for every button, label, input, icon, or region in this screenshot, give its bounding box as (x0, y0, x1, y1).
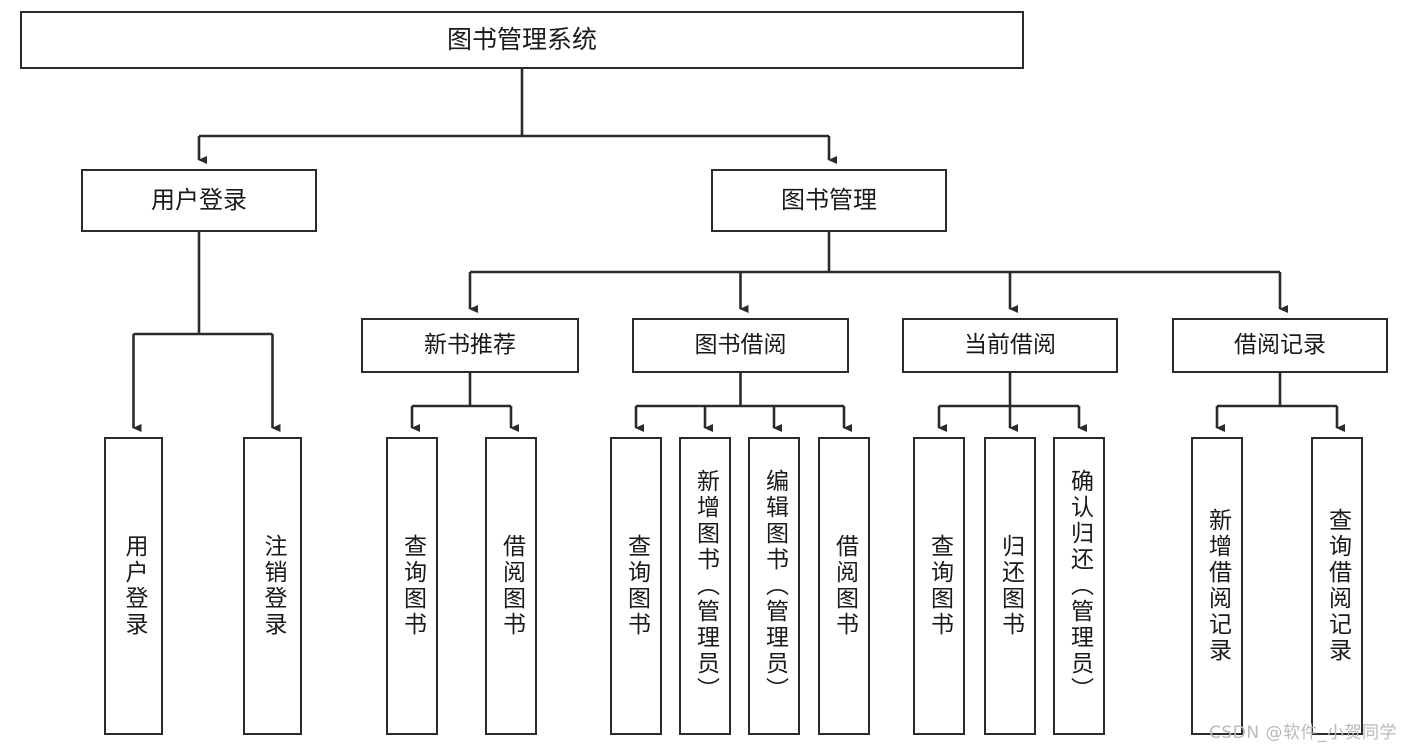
node-leaf-7[interactable]: 编辑图书（管理员） (748, 437, 800, 735)
node-leaf-11[interactable]: 确认归还（管理员） (1053, 437, 1105, 735)
node-label: 借阅记录 (1234, 331, 1326, 358)
node-label: 借阅图书 (831, 534, 858, 638)
node-leaf-1[interactable]: 用户登录 (104, 437, 163, 735)
node-newbook[interactable]: 新书推荐 (361, 318, 579, 373)
node-label: 查询图书 (926, 534, 953, 638)
node-label: 图书借阅 (694, 331, 787, 358)
node-bookmgmt[interactable]: 图书管理 (711, 169, 947, 232)
node-leaf-4[interactable]: 借阅图书 (485, 437, 537, 735)
node-label: 注销登录 (260, 534, 286, 638)
node-leaf-3[interactable]: 查询图书 (386, 437, 438, 735)
connector-lines (132, 69, 1345, 432)
node-root[interactable]: 图书管理系统 (20, 11, 1024, 69)
node-leaf-9[interactable]: 查询图书 (913, 437, 965, 735)
node-label: 图书管理 (781, 186, 877, 215)
node-label: 编辑图书（管理员） (761, 469, 788, 703)
node-leaf-13[interactable]: 查询借阅记录 (1311, 437, 1363, 735)
node-leaf-6[interactable]: 新增图书（管理员） (679, 437, 731, 735)
node-label: 查询借阅记录 (1324, 508, 1351, 664)
node-login[interactable]: 用户登录 (81, 169, 317, 232)
node-label: 当前借阅 (964, 331, 1056, 358)
node-label: 图书管理系统 (446, 25, 597, 55)
node-leaf-5[interactable]: 查询图书 (610, 437, 662, 735)
node-leaf-8[interactable]: 借阅图书 (818, 437, 870, 735)
node-leaf-10[interactable]: 归还图书 (984, 437, 1036, 735)
watermark-text: CSDN @软件_小贺同学 (1209, 723, 1397, 743)
node-leaf-2[interactable]: 注销登录 (243, 437, 302, 735)
node-label: 用户登录 (121, 534, 147, 638)
node-label: 新增图书（管理员） (692, 469, 719, 703)
node-borrow[interactable]: 图书借阅 (632, 318, 849, 373)
node-label: 新增借阅记录 (1204, 508, 1231, 664)
node-label: 查询图书 (399, 534, 426, 638)
node-records[interactable]: 借阅记录 (1172, 318, 1388, 373)
node-leaf-12[interactable]: 新增借阅记录 (1191, 437, 1243, 735)
node-label: 用户登录 (151, 186, 247, 215)
node-label: 新书推荐 (424, 331, 516, 358)
node-label: 借阅图书 (498, 534, 525, 638)
node-current[interactable]: 当前借阅 (902, 318, 1118, 373)
node-label: 确认归还（管理员） (1066, 469, 1093, 703)
node-label: 归还图书 (997, 534, 1024, 638)
node-label: 查询图书 (623, 534, 650, 638)
